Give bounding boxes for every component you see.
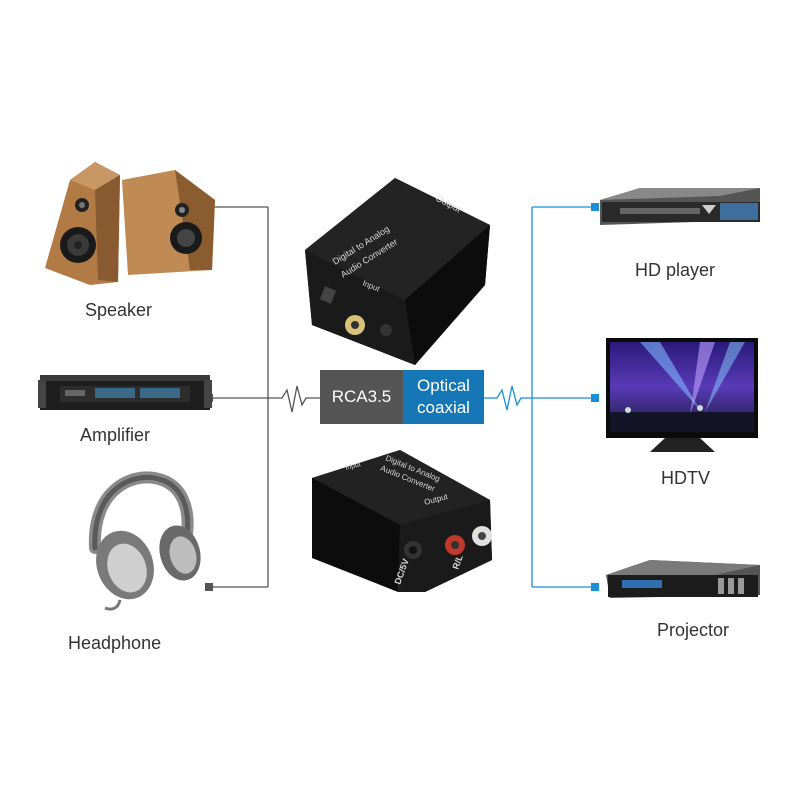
left-connector [210, 206, 320, 588]
left-connector-dot-headphone [205, 583, 213, 591]
output-tag-text: RCA3.5 [331, 387, 392, 406]
headphone-label: Headphone [68, 633, 162, 653]
right-connector-dot-hd-player [591, 203, 599, 211]
converter-bottom-rl-label: R/L [450, 553, 465, 571]
input-tag-optical-coaxial: Optical coaxial [403, 370, 484, 424]
hdtv-label: HDTV [661, 468, 710, 488]
projector-label: Projector [657, 620, 730, 640]
input-tag-line1: Optical [417, 376, 470, 395]
right-connector-dot-projector [591, 583, 599, 591]
hd-player-label: HD player [635, 260, 716, 280]
right-connector [484, 206, 592, 588]
amplifier-label: Amplifier [80, 425, 151, 445]
input-tag-line2: coaxial [417, 398, 470, 417]
speaker-label: Speaker [85, 300, 153, 320]
output-tag-rca: RCA3.5 [320, 370, 403, 424]
converter-bottom-input-label: Input [345, 461, 362, 472]
right-connector-dot-hdtv [591, 394, 599, 402]
